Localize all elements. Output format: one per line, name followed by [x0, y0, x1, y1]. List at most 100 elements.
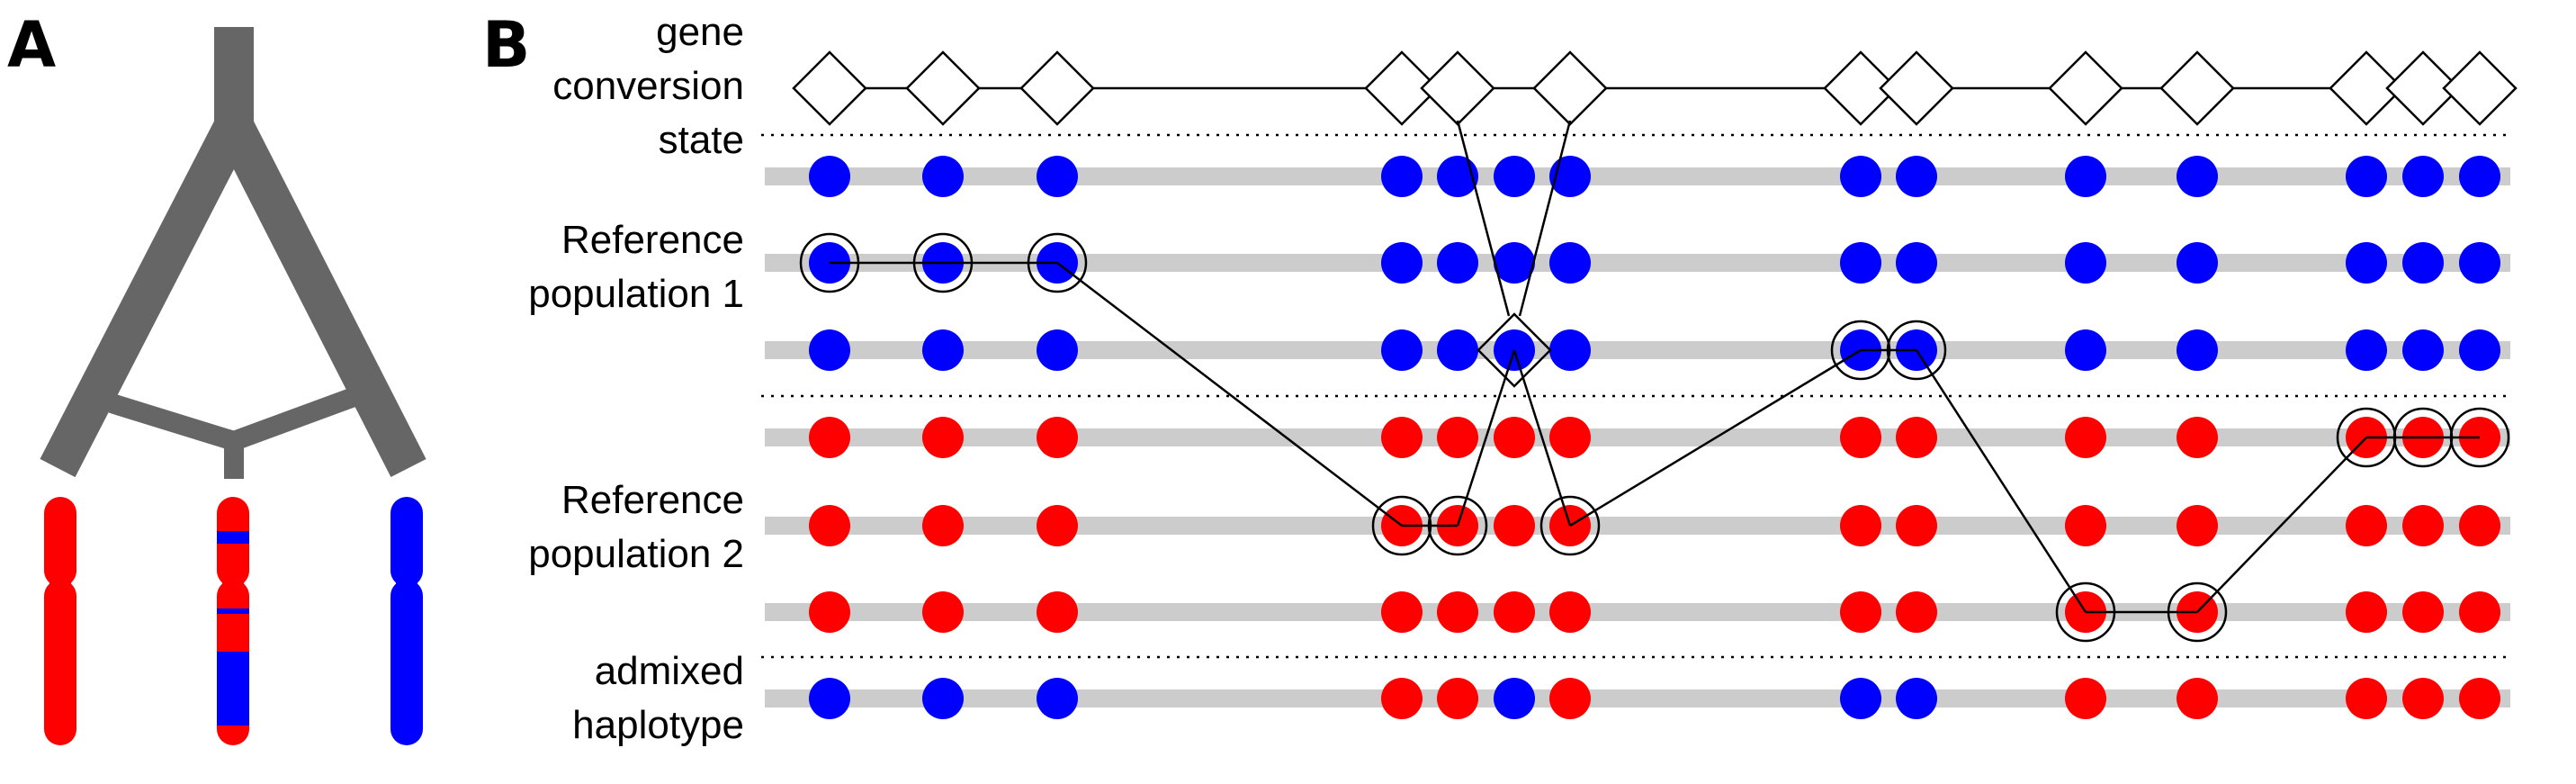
- path-node-14: [2449, 407, 2510, 468]
- allele-ref1-haplotype-3-3: [1037, 329, 1078, 371]
- admixture-edge-right: [230, 386, 360, 451]
- gene-conversion-state-10: [2159, 50, 2235, 126]
- allele-ref2-haplotype-2-13: [2402, 505, 2444, 546]
- allele-ref2-haplotype-3-7: [1549, 591, 1591, 633]
- gene-conversion-states: [792, 50, 2518, 317]
- allele-ref1-haplotype-3-13: [2402, 329, 2444, 371]
- allele-ref1-haplotype-1-2: [922, 156, 964, 197]
- allele-ref1-haplotype-1-8: [1840, 156, 1881, 197]
- allele-admixed-haplotype-6: [1494, 678, 1535, 719]
- allele-admixed-haplotype-12: [2346, 678, 2387, 719]
- chromosome-diagrams: [44, 497, 423, 745]
- allele-ref2-haplotype-2-12: [2346, 505, 2387, 546]
- allele-ref2-haplotype-1-1: [809, 417, 850, 458]
- gene-conversion-state-12: [2385, 50, 2461, 126]
- allele-admixed-haplotype-2: [922, 678, 964, 719]
- gene-conversion-state-1: [792, 50, 867, 126]
- allele-ref2-haplotype-3-2: [922, 591, 964, 633]
- path-segment-7: [1569, 348, 1862, 527]
- allele-ref2-haplotype-3-9: [1896, 591, 1937, 633]
- admixed-tract-2: [217, 608, 249, 614]
- allele-ref1-haplotype-2-14: [2459, 242, 2500, 284]
- label-ref2-line2: population 2: [528, 532, 744, 576]
- allele-admixed-haplotype-13: [2402, 678, 2444, 719]
- label-admixed-line1: admixed: [595, 649, 744, 693]
- allele-ref1-haplotype-2-6: [1494, 242, 1535, 284]
- allele-ref2-haplotype-1-2: [922, 417, 964, 458]
- label-ref1-line2: population 1: [528, 272, 744, 316]
- tree-left-branch: [40, 116, 252, 478]
- allele-admixed-haplotype-1: [809, 678, 850, 719]
- gene-conversion-state-13: [2442, 50, 2518, 126]
- allele-ref2-haplotype-1-6: [1494, 417, 1535, 458]
- allele-admixed-haplotype-7: [1549, 678, 1591, 719]
- path-segment-6: [1512, 349, 1572, 527]
- path-node-2: [912, 232, 974, 293]
- allele-ref1-haplotype-1-11: [2177, 156, 2218, 197]
- path-segment-3: [1056, 262, 1403, 527]
- allele-ref2-haplotype-1-7: [1549, 417, 1591, 458]
- panel-a-letter: A: [7, 8, 56, 82]
- allele-ref1-haplotype-3-2: [922, 329, 964, 371]
- path-node-4: [1371, 495, 1432, 556]
- path-node-10: [2055, 581, 2116, 643]
- allele-ref2-haplotype-3-12: [2346, 591, 2387, 633]
- path-node-3: [1027, 232, 1088, 293]
- path-node-9: [1886, 320, 1947, 381]
- allele-ref1-haplotype-1-12: [2346, 156, 2387, 197]
- path-node-5: [1427, 495, 1488, 556]
- gene-conversion-state-4: [1364, 50, 1440, 126]
- allele-ref2-haplotype-3-13: [2402, 591, 2444, 633]
- allele-ref2-haplotype-1-5: [1437, 417, 1478, 458]
- label-ref2-line1: Reference: [561, 478, 744, 522]
- allele-ref1-haplotype-2-13: [2402, 242, 2444, 284]
- path-node-11: [2167, 581, 2228, 643]
- allele-ref2-haplotype-2-11: [2177, 505, 2218, 546]
- allele-ref2-haplotype-2-3: [1037, 505, 1078, 546]
- allele-ref1-haplotype-2-9: [1896, 242, 1937, 284]
- haplotype-bars: [765, 167, 2510, 707]
- tree-right-branch: [216, 116, 426, 478]
- gene-conversion-state-8: [1879, 50, 1954, 126]
- admixture-edge-left: [108, 393, 238, 451]
- gene-conversion-state-9: [2048, 50, 2123, 126]
- allele-ref1-haplotype-3-10: [2065, 329, 2106, 371]
- allele-admixed-haplotype-14: [2459, 678, 2500, 719]
- allele-ref1-haplotype-2-7: [1549, 242, 1591, 284]
- allele-ref2-haplotype-2-10: [2065, 505, 2106, 546]
- allele-ref1-haplotype-1-7: [1549, 156, 1591, 197]
- allele-ref1-haplotype-3-14: [2459, 329, 2500, 371]
- allele-ref1-haplotype-3-1: [809, 329, 850, 371]
- path-gene-conversion-diamond: [1476, 312, 1552, 388]
- allele-admixed-haplotype-8: [1840, 678, 1881, 719]
- allele-ref2-haplotype-1-3: [1037, 417, 1078, 458]
- allele-ref2-haplotype-3-3: [1037, 591, 1078, 633]
- gene-conversion-link-2: [1518, 120, 1572, 317]
- allele-ref1-haplotype-1-13: [2402, 156, 2444, 197]
- path-segment-9: [1915, 349, 2087, 613]
- allele-admixed-haplotype-11: [2177, 678, 2218, 719]
- path-node-7: [1539, 495, 1601, 556]
- allele-ref2-haplotype-2-1: [809, 505, 850, 546]
- allele-ref2-haplotype-3-6: [1494, 591, 1535, 633]
- allele-ref1-haplotype-1-4: [1381, 156, 1423, 197]
- gene-conversion-state-5: [1420, 50, 1495, 126]
- allele-ref2-haplotype-3-8: [1840, 591, 1881, 633]
- allele-ref2-haplotype-3-5: [1437, 591, 1478, 633]
- panel-b-letter: B: [482, 8, 530, 82]
- allele-ref2-haplotype-1-4: [1381, 417, 1423, 458]
- allele-ref1-haplotype-2-4: [1381, 242, 1423, 284]
- allele-ref2-haplotype-2-8: [1840, 505, 1881, 546]
- allele-ref1-haplotype-3-5: [1437, 329, 1478, 371]
- copying-path: [799, 232, 2510, 643]
- label-admixed-line2: haplotype: [572, 703, 744, 747]
- allele-ref1-haplotype-2-8: [1840, 242, 1881, 284]
- allele-ref2-haplotype-2-14: [2459, 505, 2500, 546]
- allele-admixed-haplotype-5: [1437, 678, 1478, 719]
- allele-ref2-haplotype-1-9: [1896, 417, 1937, 458]
- path-node-1: [799, 232, 860, 293]
- allele-ref2-haplotype-1-11: [2177, 417, 2218, 458]
- allele-ref1-haplotype-1-5: [1437, 156, 1478, 197]
- admixed-tract-1: [217, 531, 249, 544]
